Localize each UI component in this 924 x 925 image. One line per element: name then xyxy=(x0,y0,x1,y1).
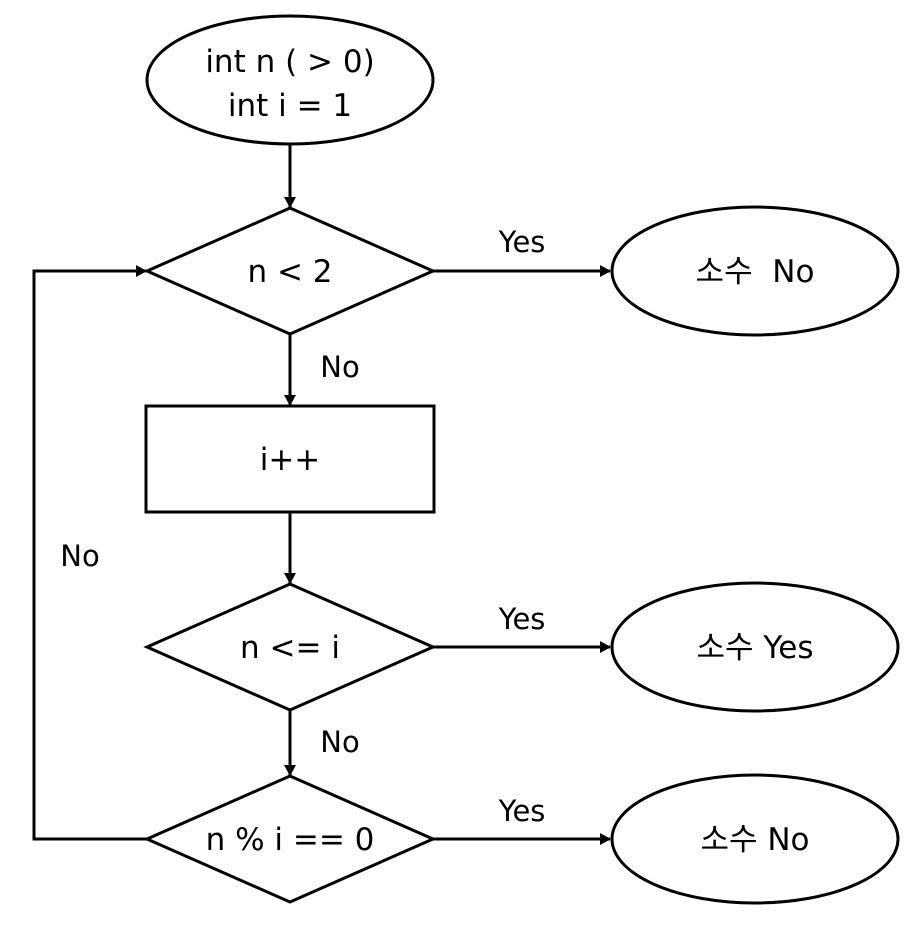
decision-n-lt-2-text: n < 2 xyxy=(247,254,332,290)
result-prime: 소수 Yes xyxy=(610,581,900,713)
process-increment: i++ xyxy=(144,404,436,514)
decision-n-le-i-text: n <= i xyxy=(240,630,340,666)
edge-label-mod-yes: Yes xyxy=(498,794,546,828)
process-rect xyxy=(144,404,436,514)
edge-label-lt2-yes: Yes xyxy=(498,225,546,259)
result-not-prime-lt2-text: 소수 No xyxy=(696,254,815,290)
start-ellipse xyxy=(145,14,435,146)
result-divisible: 소수 No xyxy=(610,773,900,905)
result-divisible-text: 소수 No xyxy=(700,822,809,858)
result-not-prime-lt2: 소수 No xyxy=(610,205,900,337)
edge-label-mod-no: No xyxy=(60,539,99,573)
start-line-1: int n ( > 0) xyxy=(205,44,374,80)
start-line-2: int i = 1 xyxy=(228,88,352,124)
edge-label-le-i-no: No xyxy=(320,725,359,759)
decision-diamond xyxy=(143,774,437,904)
decision-mod-text: n % i == 0 xyxy=(206,822,375,858)
result-ellipse xyxy=(610,205,900,337)
edge-label-lt2-no: No xyxy=(320,350,359,384)
decision-n-le-i: n <= i xyxy=(143,582,437,712)
decision-n-lt-2: n < 2 xyxy=(143,206,437,336)
edge-label-le-i-yes: Yes xyxy=(498,602,546,636)
result-ellipse xyxy=(610,581,900,713)
result-ellipse xyxy=(610,773,900,905)
start-node: int n ( > 0) int i = 1 xyxy=(145,14,435,146)
edge-mod-no-loop xyxy=(32,265,147,841)
result-prime-text: 소수 Yes xyxy=(697,630,814,666)
decision-mod: n % i == 0 xyxy=(143,774,437,904)
process-increment-text: i++ xyxy=(260,442,321,478)
